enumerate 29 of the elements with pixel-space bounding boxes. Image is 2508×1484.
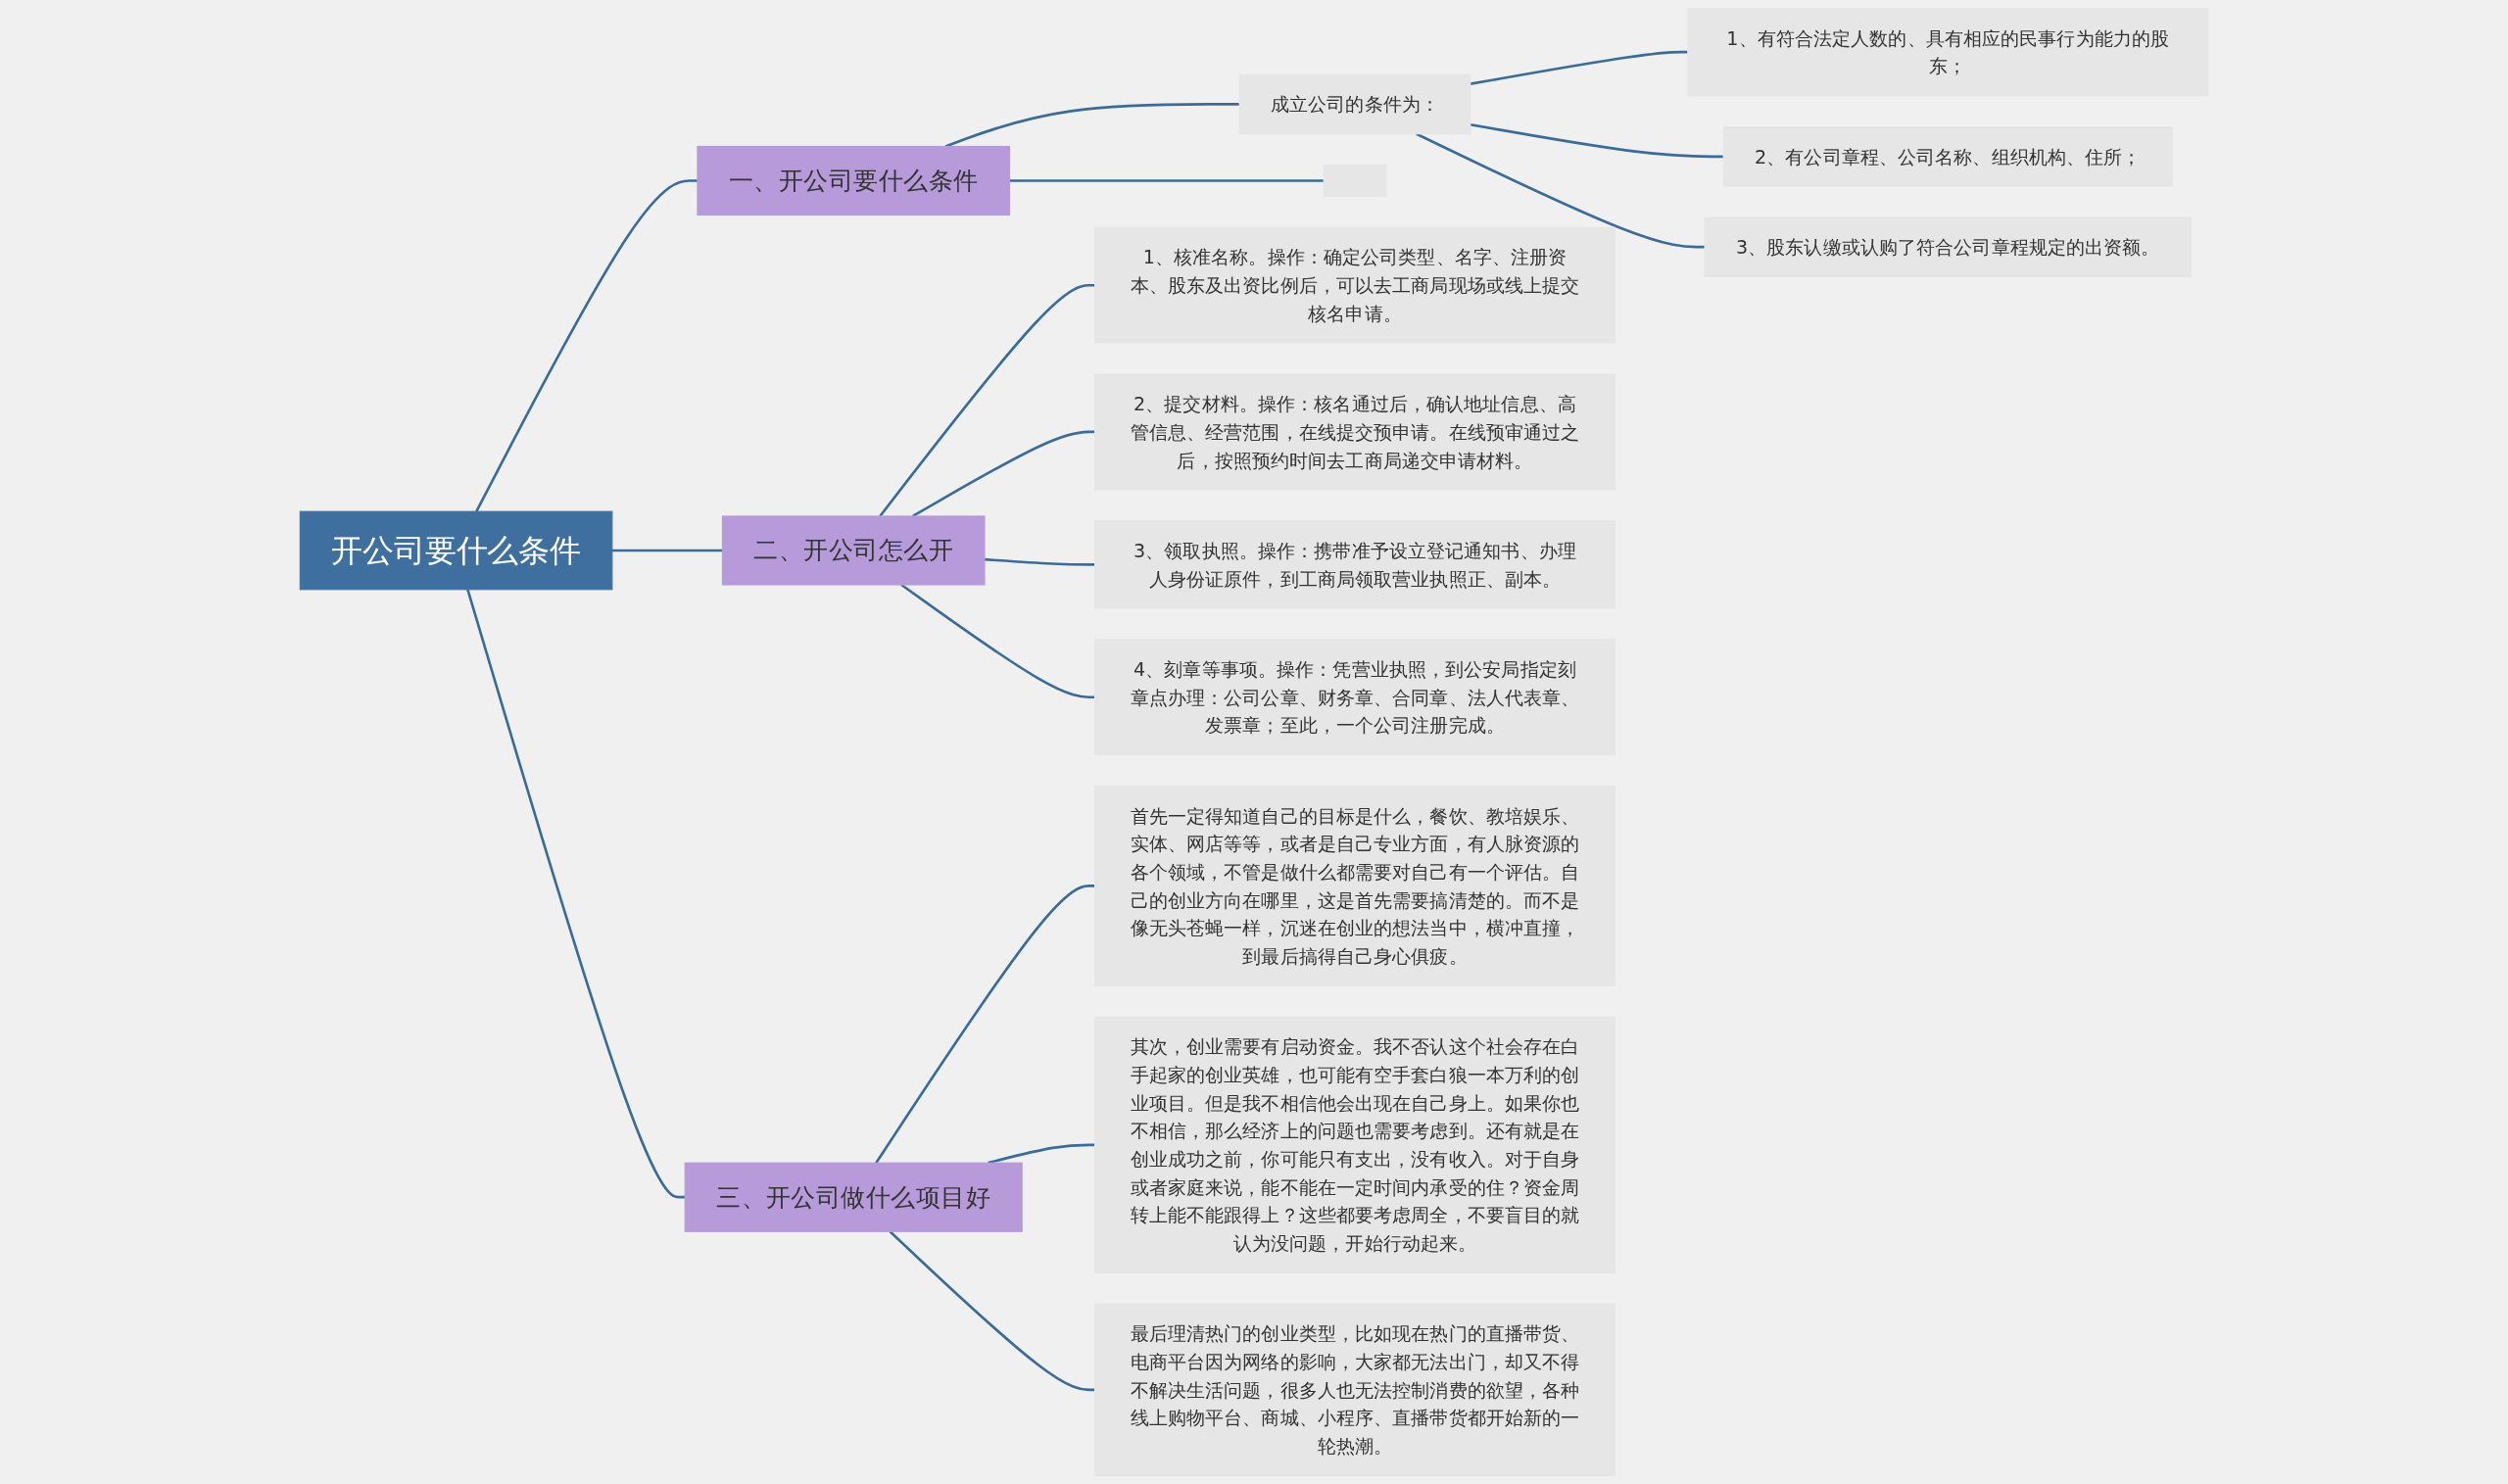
connector xyxy=(875,885,1095,1164)
connector xyxy=(984,557,1095,566)
connector xyxy=(944,103,1240,148)
node-box: 三、开公司做什么项目好 xyxy=(684,1162,1023,1232)
connector xyxy=(1470,122,1724,159)
node-box: 最后理清热门的创业类型，比如现在热门的直播带货、电商平台因为网络的影响，大家都无法出门，却又不得不解决生活问题，很多人也无法控制消费的欲望，各种线上购物平台、商城、小程序、直播带货都开始新的一轮热潮。 xyxy=(1094,1303,1616,1477)
node-box: 1、核准名称。操作：确定公司类型、名字、注册资本、股东及出资比例后，可以去工商局现场或线上提交核名申请。 xyxy=(1094,226,1616,344)
connector xyxy=(1009,179,1325,182)
node-box: 3、领取执照。操作：携带准予设立登记通知书、办理人身份证原件，到工商局领取营业执照正、副本。 xyxy=(1094,520,1616,609)
node-box: 开公司要什么条件 xyxy=(299,510,613,591)
connector xyxy=(466,589,686,1199)
node-box: 其次，创业需要有启动资金。我不否认这个社会存在白手起家的创业英雄，也可能有空手套白狼一本万利的创业项目。但是我不相信他会出现在自己身上。如果你也不相信，那么经济上的问题也需要考虑到。还有就是在创业成功之前，你可能只有支出，没有收入。对于自身或者家庭来说，能不能在一定时间内承受的住？资金周转上能不能跟得上？这些都要考虑周全，不要盲目的就认为没问题，开始行动起来。 xyxy=(1094,1016,1616,1273)
node-box: 二、开公司怎么开 xyxy=(721,515,986,586)
connector xyxy=(889,1230,1095,1392)
connector xyxy=(879,283,1095,517)
node-box: 一、开公司要什么条件 xyxy=(697,145,1010,216)
node-box: 3、股东认缴或认购了符合公司章程规定的出资额。 xyxy=(1704,216,2192,277)
node-box: 成立公司的条件为： xyxy=(1238,73,1471,135)
connector xyxy=(1470,50,1688,85)
node-box: 2、有公司章程、公司名称、组织机构、住所； xyxy=(1722,126,2173,187)
connector xyxy=(611,549,723,552)
connector xyxy=(1416,132,1706,249)
connector xyxy=(475,179,698,512)
node-box: 1、有符合法定人数的、具有相应的民事行为能力的股东； xyxy=(1687,7,2209,97)
node-box: 2、提交材料。操作：核名通过后，确认地址信息、高管信息、经营范围，在线提交预申请。在线预审通过之后，按照预约时间去工商局递交申请材料。 xyxy=(1094,373,1616,491)
node-box xyxy=(1323,165,1387,197)
node-box: 4、刻章等事项。操作：凭营业执照，到公安局指定刻章点办理：公司公章、财务章、合同章、法人代表章、发票章；至此，一个公司注册完成。 xyxy=(1094,639,1616,756)
node-box: 首先一定得知道自己的目标是什么，餐饮、教培娱乐、实体、网店等等，或者是自己专业方面，有人脉资源的各个领域，不管是做什么都需要对自己有一个评估。自己的创业方向在哪里，这是首先需要搞清楚的。而不是像无头苍蝇一样，沉迷在创业的想法当中，横冲直撞，到最后搞得自己身心俱疲。 xyxy=(1094,785,1616,986)
connector xyxy=(988,1143,1095,1165)
